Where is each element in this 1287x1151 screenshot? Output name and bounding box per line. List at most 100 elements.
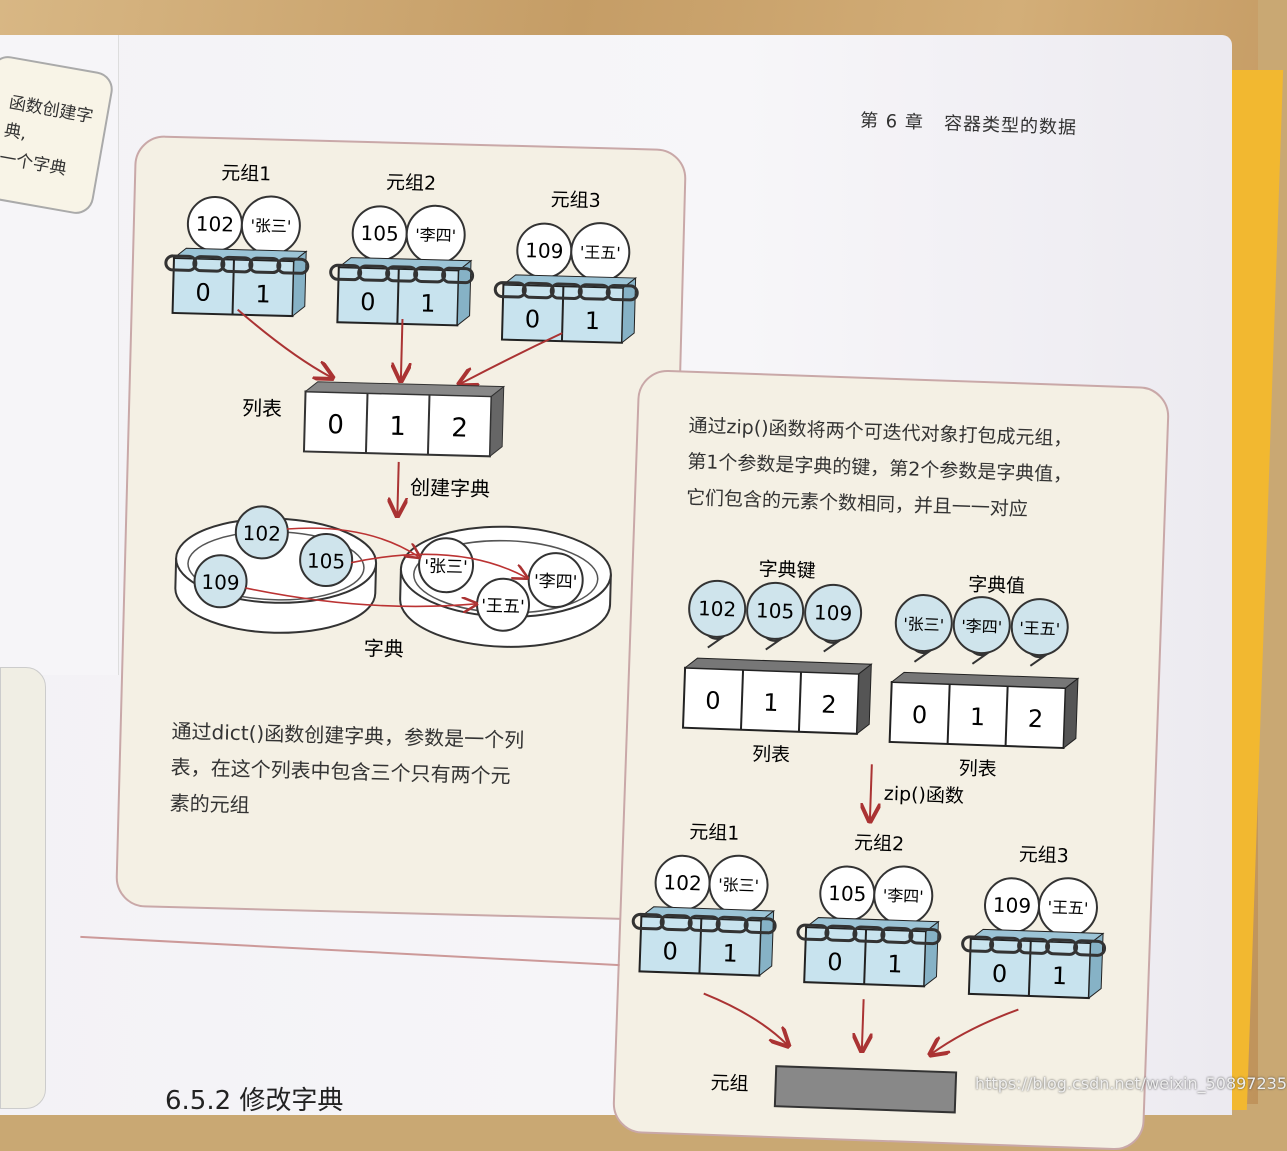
- p1-tuple-key: 105: [360, 221, 399, 246]
- p1-tuple-key: 109: [525, 238, 564, 263]
- p1-index-1: 1: [584, 307, 600, 335]
- p2-index-1: 1: [722, 939, 738, 968]
- bottom-tuple-label: 元组: [710, 1072, 749, 1095]
- arrow-zip-tuple2: [862, 999, 864, 1049]
- zip-function-panel: 通过zip()函数将两个可迭代对象打包成元组， 第1个参数是字典的键，第2个参数…: [611, 368, 1171, 1151]
- dict-value-lisi: '李四': [534, 572, 578, 593]
- list-cell-1: 1: [389, 412, 406, 442]
- dict-value-wangwu: '王五': [481, 596, 525, 617]
- list-cell-2: 2: [451, 413, 468, 443]
- left-note: 函数创建字典,一个字典: [0, 53, 116, 217]
- p2-tuple-value: '李四': [883, 886, 924, 906]
- p1-chain: [329, 263, 475, 285]
- dict-diagram: 元组1 102 '张三' 0 1 元组2 105 '李四' 0 1 元组3 109 '王五' 0 1 0 1…: [164, 162, 639, 661]
- p1-index-0: 0: [525, 305, 541, 333]
- arrow-tuple2-to-list: [401, 318, 403, 379]
- p1-tuple-value: '张三': [250, 216, 291, 236]
- p1-tuple-label-2: 元组2: [386, 171, 437, 194]
- dict-keys-label: 字典键: [758, 558, 816, 582]
- p1-tuple-label-3: 元组3: [550, 189, 601, 212]
- dict-keys: 102 105 109: [193, 505, 354, 609]
- dict-key-105: 105: [307, 549, 346, 574]
- arrow-zip-tuple3: [932, 1008, 1019, 1057]
- list-boxes: 0 1 2: [302, 381, 506, 458]
- p2-index-0: 0: [991, 960, 1007, 989]
- create-dict-label: 创建字典: [410, 475, 491, 501]
- dict-value-zhangsan: '张三': [424, 557, 468, 578]
- p2-tuple-3: 元组3 109 '王五' 0 1: [961, 844, 1107, 1000]
- keys-list-label: 列表: [752, 743, 791, 766]
- keys-list-ball-0: [688, 579, 747, 638]
- p2-tuple-label-1: 元组1: [689, 821, 740, 845]
- p1-tuple-value: '李四': [415, 225, 456, 245]
- p1-chain: [493, 281, 639, 302]
- p2-tuple-value: '王五': [1047, 898, 1088, 918]
- chapter-title: 容器类型的数据: [943, 113, 1078, 139]
- chapter-header: 第 6 章 容器类型的数据: [860, 106, 1078, 140]
- p2-tuple-label-3: 元组3: [1018, 844, 1069, 868]
- arrow-tuple1-to-list: [237, 308, 333, 377]
- list-label: 列表: [242, 396, 283, 421]
- values-list-ball-1: [952, 596, 1011, 655]
- arrow-zip-tuple1: [703, 992, 789, 1045]
- list-cell-0: 0: [327, 410, 344, 440]
- dict-mapping-arrows: [245, 527, 527, 609]
- values-list-item-0: '张三': [903, 614, 944, 634]
- left-note-line1: 函数创建字典,: [2, 92, 95, 145]
- keys-list-ball-2: [804, 583, 863, 642]
- values-list-label: 列表: [958, 757, 997, 780]
- dict-values-label: 字典值: [968, 574, 1026, 598]
- dict-key-102: 102: [242, 521, 281, 546]
- p2-index-0: 0: [827, 948, 843, 977]
- p2-tuple-1: 元组1 102 '张三' 0 1: [631, 821, 777, 977]
- p2-index-1: 1: [887, 950, 903, 979]
- p2-index-0: 0: [662, 937, 678, 966]
- p1-tuple-label-1: 元组1: [221, 162, 272, 185]
- left-page-panel: [0, 667, 46, 1109]
- keys-list: 102 105 109 0 1 2 列表: [681, 579, 873, 766]
- dict-label: 字典: [364, 636, 405, 661]
- p1-chain: [164, 254, 310, 275]
- values-list-item-1: '李四': [961, 616, 1002, 636]
- p2-chain: [631, 912, 777, 935]
- p2-tuple-key: 102: [663, 870, 702, 895]
- p2-index-1: 1: [1051, 962, 1067, 991]
- p1-tuple-key: 102: [195, 212, 234, 237]
- values-list-cell-0: 0: [911, 701, 927, 730]
- arrow-zip: [870, 764, 872, 819]
- keys-list-cell-0: 0: [705, 686, 721, 715]
- p2-chain: [961, 935, 1107, 957]
- values-list-ball-0: [894, 594, 953, 653]
- dict-values: '张三' '李四' '王五': [418, 537, 584, 632]
- values-list-item-2: '王五': [1019, 618, 1060, 638]
- values-list-cell-1: 1: [969, 703, 985, 732]
- keys-list-cell-1: 1: [763, 689, 779, 718]
- arrow-create-dict: [397, 461, 398, 514]
- keys-list-cell-2: 2: [821, 691, 837, 720]
- left-page: 函数创建字典,一个字典: [0, 35, 119, 675]
- p2-chain: [796, 923, 942, 946]
- watermark: https://blog.csdn.net/weixin_50897235: [975, 1074, 1287, 1093]
- values-list: '张三' '李四' '王五' 0 1 2 列表: [888, 594, 1080, 781]
- dict-function-panel: 元组1 102 '张三' 0 1 元组2 105 '李四' 0 1 元组3 109 '王五' 0 1 0 1…: [114, 134, 688, 922]
- p1-index-1: 1: [255, 280, 271, 308]
- arrow-tuple3-to-list: [461, 332, 563, 387]
- p1-index-0: 0: [360, 288, 376, 316]
- p2-tuple-key: 109: [993, 893, 1032, 918]
- keys-list-item-0: 102: [698, 596, 737, 621]
- values-list-cell-2: 2: [1027, 705, 1043, 734]
- p2-tuple-value: '张三': [718, 875, 759, 895]
- section-heading: 6.5.2 修改字典: [165, 1086, 344, 1116]
- zip-function-label: zip()函数: [883, 783, 964, 808]
- bottom-container: [773, 1065, 958, 1114]
- keys-list-ball-1: [746, 581, 805, 640]
- dict-caption: 通过dict()函数创建字典，参数是一个列 表，在这个列表中包含三个只有两个元 …: [169, 713, 612, 832]
- left-note-line2: 一个字典: [0, 148, 69, 180]
- keys-list-item-1: 105: [756, 598, 795, 623]
- keys-list-item-2: 109: [814, 600, 853, 625]
- p1-tuple-value: '王五': [580, 243, 621, 263]
